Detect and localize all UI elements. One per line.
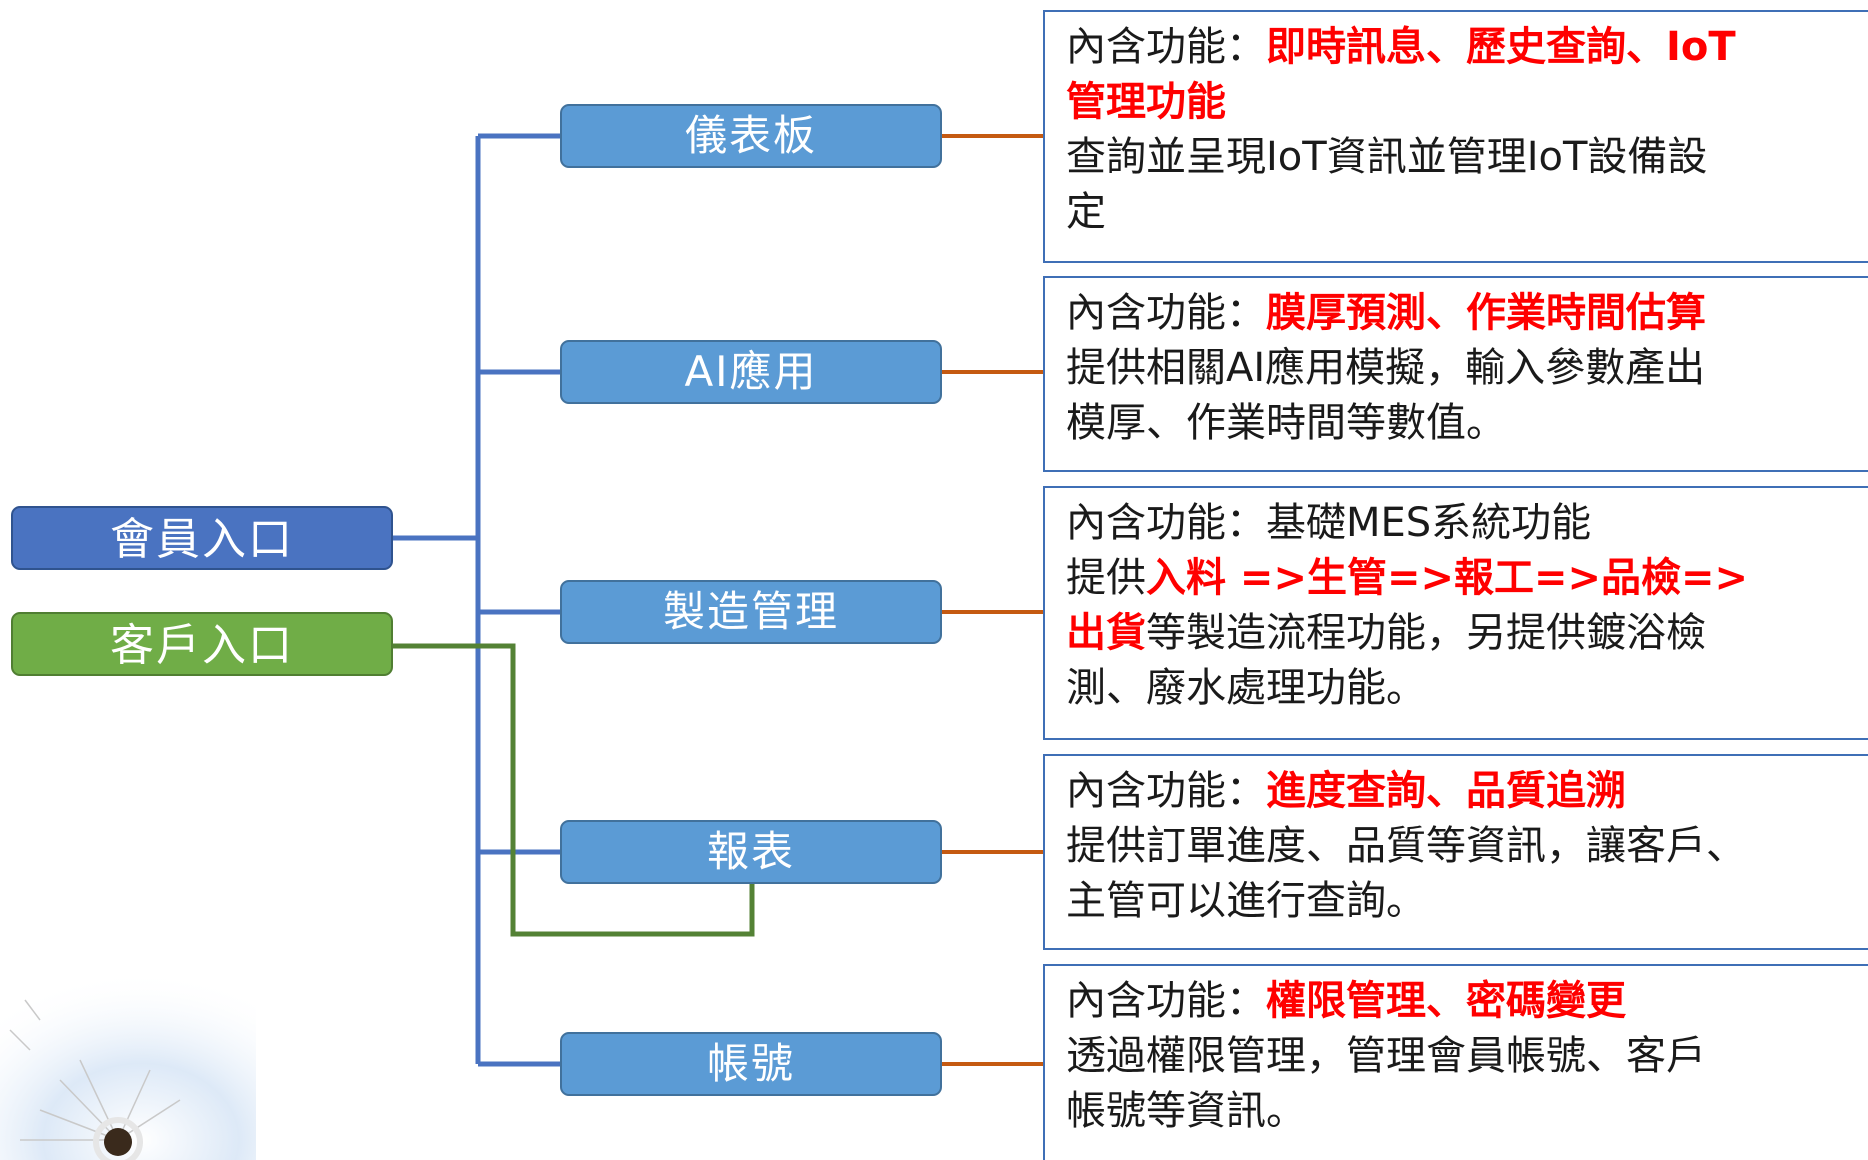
desc-line-prefix: 提供	[1066, 555, 1146, 601]
desc-body-line: 模厚、作業時間等數值。	[1066, 400, 1506, 446]
desc-body-line: 測、廢水處理功能。	[1066, 665, 1426, 711]
desc-body-line: 主管可以進行查詢。	[1066, 878, 1426, 924]
dandelion-decoration-image	[0, 960, 256, 1160]
module-manufacturing[interactable]: 製造管理	[560, 580, 942, 644]
desc-body-line: 等製造流程功能，另提供鍍浴檢	[1146, 610, 1706, 656]
desc-body-line: 提供相關AI應用模擬，輸入參數產出	[1066, 345, 1706, 391]
desc-body-line: 透過權限管理，管理會員帳號、客戶	[1066, 1033, 1706, 1079]
desc-box-dashboard: 內含功能：即時訊息、歷史查詢、IoT 管理功能 查詢並呈現IoT資訊並管理IoT…	[1043, 10, 1868, 263]
desc-plain: 基礎MES系統功能	[1266, 500, 1592, 546]
module-ai-application[interactable]: AI應用	[560, 340, 942, 404]
desc-prefix: 內含功能：	[1066, 978, 1266, 1024]
desc-body-line: 查詢並呈現IoT資訊並管理IoT設備設	[1066, 134, 1708, 180]
desc-prefix: 內含功能：	[1066, 24, 1266, 70]
desc-box-manufacturing: 內含功能：基礎MES系統功能 提供入料 =>生管=>報工=>品檢=> 出貨等製造…	[1043, 486, 1868, 740]
desc-box-report: 內含功能：進度查詢、品質追溯 提供訂單進度、品質等資訊，讓客戶、 主管可以進行查…	[1043, 754, 1868, 950]
member-entry-node[interactable]: 會員入口	[11, 506, 393, 570]
desc-body-line: 帳號等資訊。	[1066, 1088, 1306, 1134]
desc-body-line: 定	[1066, 189, 1106, 235]
customer-connector	[393, 643, 755, 937]
desc-highlight: 進度查詢、品質追溯	[1266, 768, 1626, 814]
module-report[interactable]: 報表	[560, 820, 942, 884]
desc-highlight: 膜厚預測、作業時間估算	[1266, 290, 1706, 336]
desc-highlight: 入料 =>生管=>報工=>品檢=>	[1146, 555, 1749, 601]
desc-prefix: 內含功能：	[1066, 290, 1266, 336]
member-connectors	[393, 133, 560, 1067]
desc-highlight: 權限管理、密碼變更	[1266, 978, 1626, 1024]
desc-highlight-cont: 管理功能	[1066, 79, 1226, 125]
customer-entry-node[interactable]: 客戶入口	[11, 612, 393, 676]
desc-box-account: 內含功能：權限管理、密碼變更 透過權限管理，管理會員帳號、客戶 帳號等資訊。	[1043, 964, 1868, 1160]
desc-prefix: 內含功能：	[1066, 768, 1266, 814]
desc-prefix: 內含功能：	[1066, 500, 1266, 546]
description-connectors	[942, 134, 1043, 1066]
desc-body-line: 提供訂單進度、品質等資訊，讓客戶、	[1066, 823, 1746, 869]
module-account[interactable]: 帳號	[560, 1032, 942, 1096]
desc-box-ai-application: 內含功能：膜厚預測、作業時間估算 提供相關AI應用模擬，輸入參數產出 模厚、作業…	[1043, 276, 1868, 472]
module-dashboard[interactable]: 儀表板	[560, 104, 942, 168]
desc-highlight: 出貨	[1066, 610, 1146, 656]
desc-highlight: 即時訊息、歷史查詢、IoT	[1266, 24, 1736, 70]
